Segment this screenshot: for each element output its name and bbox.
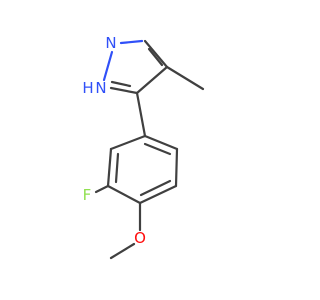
bond-ph2-ph3 xyxy=(106,147,113,188)
bond-ph5-ph6 xyxy=(174,147,179,188)
bond-ph4-ph5 xyxy=(138,184,178,205)
bond-ph3-f xyxy=(94,184,110,194)
bond-n1-c5 xyxy=(119,39,144,45)
molecule-structure: N H N F O xyxy=(82,34,205,260)
atom-n2-label: N xyxy=(95,79,106,97)
atom-f-label: F xyxy=(83,186,92,204)
atom-nh-h-label: H xyxy=(82,79,93,97)
bond-c3-phenyl xyxy=(135,91,147,138)
bond-c4-methyl xyxy=(165,65,205,91)
bond-n2-n1 xyxy=(102,50,114,82)
bond-c5-c4 xyxy=(143,39,169,69)
atom-n1-label: N xyxy=(105,34,116,52)
atom-o-label: O xyxy=(134,229,146,247)
bond-ph3-ph4 xyxy=(106,184,142,205)
bond-c5-c4-double xyxy=(147,47,164,67)
bond-ph2-ph3-inner xyxy=(114,152,120,184)
bond-c4-c3 xyxy=(135,65,169,95)
bond-o-methyl xyxy=(109,242,136,260)
bond-ph1-ph2 xyxy=(109,134,147,151)
molecule-canvas: N H N F O xyxy=(82,34,205,260)
bond-c3-n2 xyxy=(109,86,139,95)
bond-ph6-ph1-inner xyxy=(143,142,172,156)
bond-ph4-ph5-inner xyxy=(139,179,172,197)
bond-ph6-ph1 xyxy=(143,134,179,151)
bond-c3-n2-double xyxy=(110,80,132,88)
